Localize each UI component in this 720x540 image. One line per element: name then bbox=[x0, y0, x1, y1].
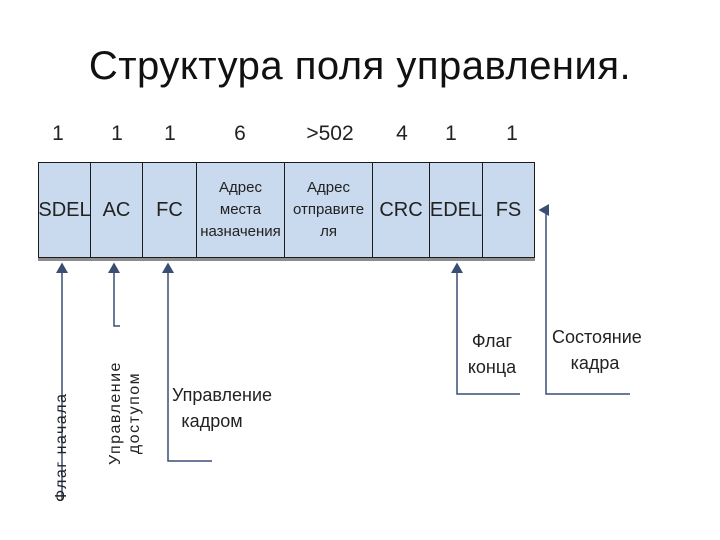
arrow-frame-control bbox=[162, 262, 212, 462]
field-size-fs: 1 bbox=[506, 122, 518, 145]
field-fs: FS bbox=[495, 198, 522, 221]
field-crc: CRC bbox=[373, 163, 430, 257]
field-size-destination: 6 bbox=[234, 122, 246, 145]
field-destination-address: Адрес места назначения bbox=[197, 163, 285, 257]
field-size-edel: 1 bbox=[445, 122, 457, 145]
field-sdel: SDEL bbox=[38, 163, 91, 257]
arrow-frame-status bbox=[538, 204, 630, 395]
field-source-address: Адрес отправите ля bbox=[285, 163, 373, 257]
label-start-flag: Флаг начала bbox=[53, 392, 70, 503]
field-edel: EDEL bbox=[430, 163, 483, 257]
field-size-source: >502 bbox=[306, 122, 354, 145]
label-frame-status: Состояние кадра bbox=[552, 327, 642, 373]
field-size-crc: 4 bbox=[396, 122, 408, 145]
field-ac: AC bbox=[91, 163, 143, 257]
arrow-access-control bbox=[108, 262, 120, 327]
field-fc: FC bbox=[143, 163, 197, 257]
label-access-control: Управление доступом bbox=[107, 361, 143, 465]
field-size-sdel: 1 bbox=[52, 122, 64, 145]
field-size-fc: 1 bbox=[164, 122, 176, 145]
field-size-ac: 1 bbox=[111, 122, 123, 145]
label-frame-control: Управление кадром bbox=[172, 385, 273, 431]
frame-structure: SDEL AC FC Адрес места назначения Адрес … bbox=[38, 162, 535, 258]
arrow-end-flag bbox=[451, 262, 520, 395]
label-end-flag: Флаг конца bbox=[467, 331, 517, 377]
slide-title: Структура поля управления. bbox=[88, 44, 632, 88]
